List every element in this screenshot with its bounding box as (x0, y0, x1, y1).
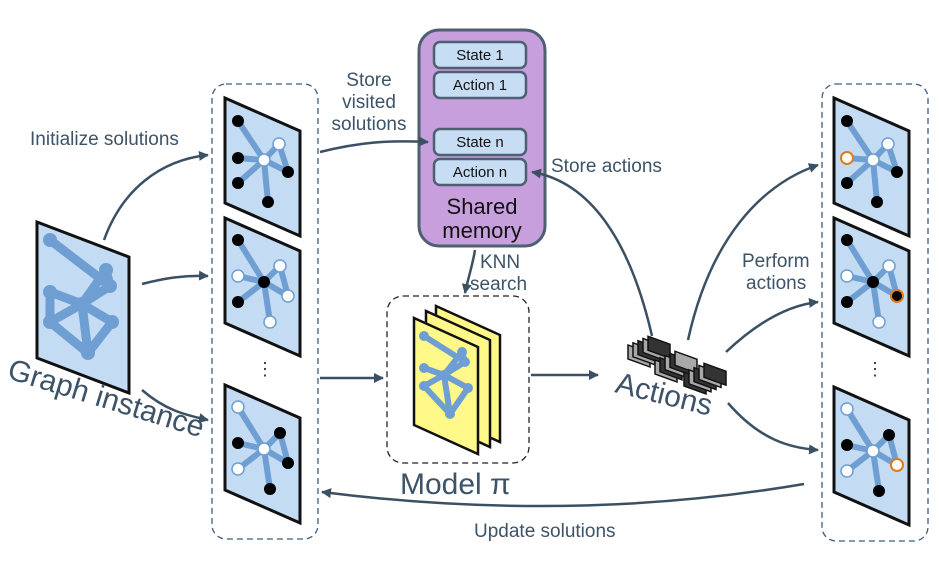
memory-entry-label: State n (456, 134, 504, 151)
memory-entry-state-n (432, 127, 528, 157)
right-solution-panel-2 (832, 215, 911, 359)
left-solutions-group-border (211, 83, 319, 540)
left-solution-panel-1 (223, 95, 302, 239)
right-solution-panel-1 (832, 95, 911, 239)
memory-entry-action-n (432, 157, 528, 187)
changed-node (890, 289, 904, 303)
initialize-label: Initialize solutions (30, 129, 179, 150)
knn-line-1: KNN (480, 252, 520, 273)
arrow-knn (461, 249, 477, 294)
left-solution-panel-3 (223, 382, 302, 526)
model-layers (412, 304, 502, 456)
store-visited-line-2: visited (342, 92, 396, 113)
memory-entry-action-1 (432, 70, 528, 100)
store-visited-line-1: Store (346, 70, 391, 91)
arrow-update (321, 482, 805, 508)
perform-line-1: Perform (742, 251, 810, 272)
left-ellipsis: ⋮ (256, 359, 274, 379)
arrow-perform-top (686, 163, 819, 341)
memory-title-line-1: Shared (447, 194, 518, 219)
right-ellipsis: ⋮ (866, 359, 884, 379)
arrow-init-top (102, 150, 209, 241)
changed-node (840, 151, 854, 165)
memory-entry-label: Action 1 (453, 77, 507, 94)
model-label: Model π (400, 468, 511, 501)
left-solution-panel-2 (223, 215, 302, 359)
arrow-perform-bottom (727, 402, 819, 455)
memory-entry-state-1 (432, 40, 528, 70)
memory-entry-label: Action n (453, 164, 507, 181)
arrow-store-actions (531, 168, 654, 337)
memory-entry-label: State 1 (456, 47, 504, 64)
changed-node (890, 458, 904, 472)
arrow-store-visited (319, 136, 429, 154)
flow-arrows (102, 136, 819, 508)
model-group-border (386, 295, 530, 464)
right-solutions-group-border (821, 83, 929, 542)
knn-line-2: search (470, 274, 527, 295)
memory-title-line-2: memory (442, 218, 521, 243)
arrow-init-mid (141, 270, 209, 286)
actions-stack (627, 335, 727, 396)
shared-memory-block: State 1 Action 1 State n Action n Shared… (417, 28, 547, 248)
store-actions-label: Store actions (551, 156, 662, 177)
graph-instance-card (35, 219, 131, 396)
update-label: Update solutions (474, 521, 616, 542)
arrow-init-bottom (141, 389, 209, 423)
arrow-perform-mid (725, 297, 819, 353)
right-solution-panel-3 (832, 384, 911, 528)
store-visited-line-3: solutions (332, 114, 407, 135)
perform-line-2: actions (746, 273, 806, 294)
